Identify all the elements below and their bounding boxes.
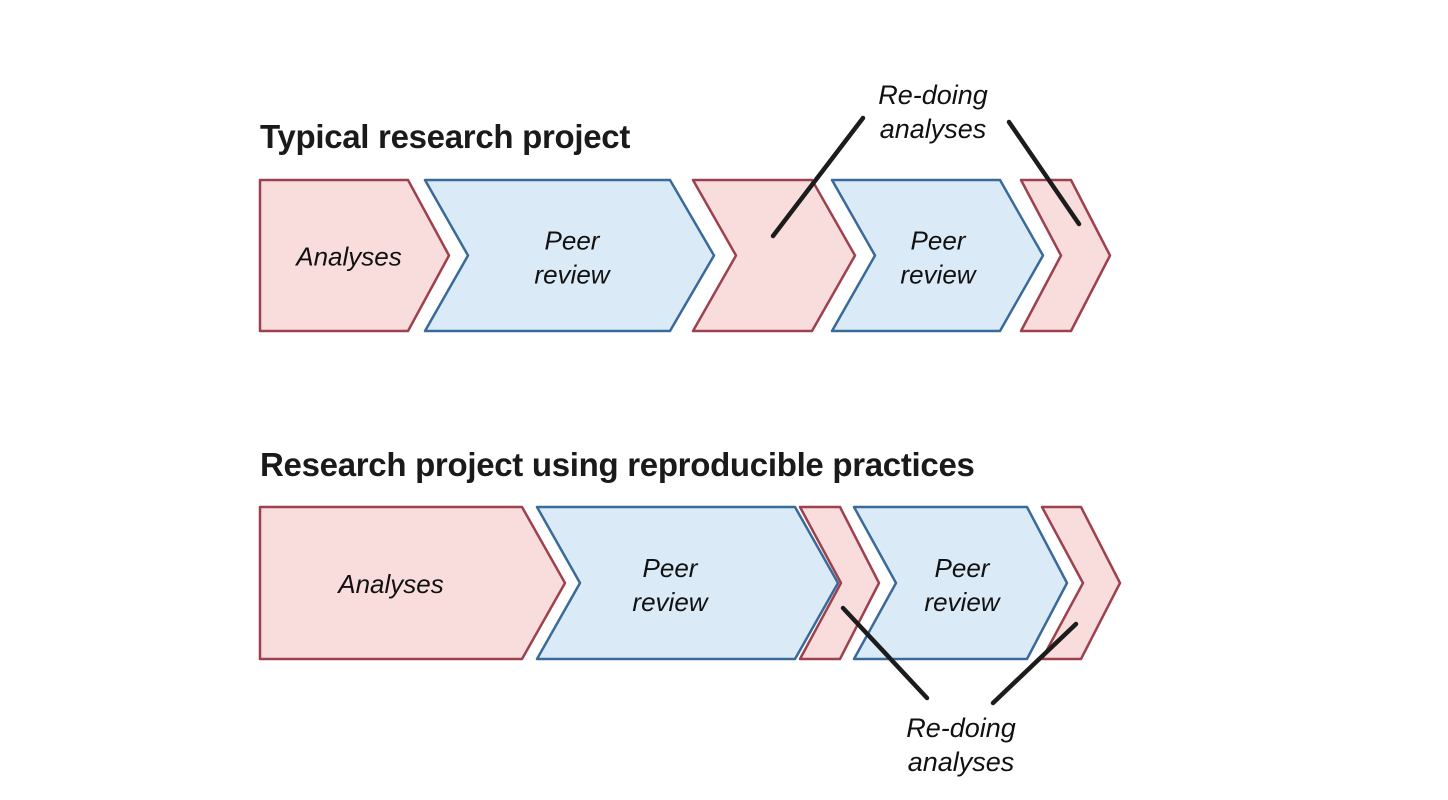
shape-redo-analyses-arrow-2 (1040, 505, 1122, 661)
annotation-label: Re-doing analyses (906, 713, 1016, 777)
shape-redo-analyses-arrow-2 (1019, 178, 1112, 333)
diagram-reproducible-practices: Research project using reproducible prac… (258, 446, 1122, 777)
shape-label: Peer review (534, 226, 611, 290)
shape-label: Peer review (632, 553, 709, 617)
annotation-connector-line (770, 115, 866, 239)
annotation-label-line: analyses (880, 114, 987, 144)
shape-peer-review-arrow-1 (423, 178, 716, 333)
shape-analyses-arrow (258, 505, 567, 661)
annotation-label-line: analyses (908, 747, 1015, 777)
diagram-title: Research project using reproducible prac… (260, 446, 975, 483)
shape-analyses-arrow (258, 178, 451, 333)
annotation-connector-line (990, 621, 1079, 706)
annotation-redoing-analyses: Re-doing analyses (770, 80, 1082, 239)
shape-label: Peer review (924, 553, 1001, 617)
annotation-connector-line (1006, 119, 1082, 227)
diagram-title: Typical research project (260, 118, 630, 155)
shape-peer-review-arrow-2 (830, 178, 1045, 333)
shape-redo-analyses-arrow-1 (691, 178, 857, 333)
shape-label-line: Peer (545, 226, 601, 256)
shape-label-line: review (534, 260, 611, 290)
annotation-label: Re-doing analyses (878, 80, 988, 144)
shape-label: Analyses (336, 569, 444, 599)
shape-peer-review-arrow-2 (852, 505, 1069, 661)
shape-label: Peer review (900, 226, 977, 290)
shape-label-line: Peer (643, 553, 699, 583)
annotation-connector-line (840, 605, 930, 701)
annotation-redoing-analyses: Re-doing analyses (840, 605, 1079, 777)
shape-label-line: review (924, 587, 1001, 617)
shape-label-line: Peer (935, 553, 991, 583)
shape-label-line: review (632, 587, 709, 617)
shape-label-line: Peer (911, 226, 967, 256)
shape-peer-review-arrow-1 (535, 505, 840, 661)
annotation-label-line: Re-doing (878, 80, 988, 110)
shape-redo-analyses-arrow-1 (798, 505, 881, 661)
shape-label: Analyses (294, 242, 402, 272)
shape-label-line: review (900, 260, 977, 290)
annotation-label-line: Re-doing (906, 713, 1016, 743)
